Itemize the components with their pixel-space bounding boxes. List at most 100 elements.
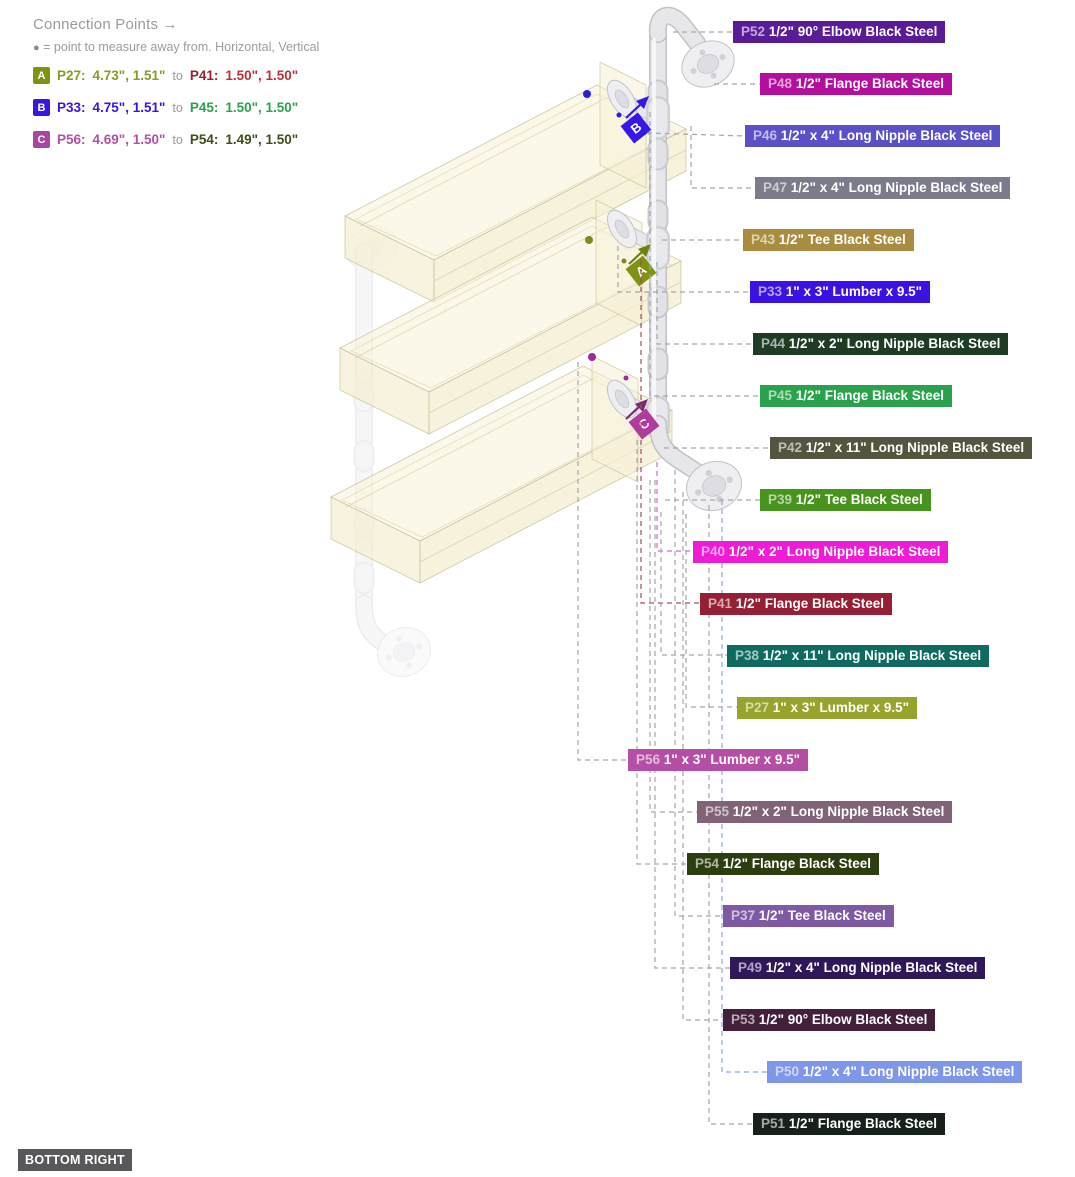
part-description: 1/2" 90° Elbow Black Steel [768,24,938,39]
link-word: to [172,132,183,147]
part-id: P27 [745,700,770,715]
legend: Connection Points → ● = point to measure… [33,16,319,163]
part-description: 1/2" Tee Black Steel [795,492,923,507]
part-label-P51: P51 1/2" Flange Black Steel [753,1113,946,1135]
part-description: 1/2" Flange Black Steel [795,388,945,403]
part-description: 1/2" x 11" Long Nipple Black Steel [762,648,982,663]
flange-b [606,79,638,119]
from-part: P56: [57,132,86,147]
part-label-P46: P46 1/2" x 4" Long Nipple Black Steel [745,125,1001,147]
measure-dot-a-to [621,258,627,264]
part-id: P40 [701,544,726,559]
legend-note: ● = point to measure away from. Horizont… [33,40,319,54]
part-id: P56 [636,752,661,767]
part-description: 1/2" Tee Black Steel [778,232,906,247]
part-description: 1/2" x 4" Long Nipple Black Steel [790,180,1003,195]
part-label-P50: P50 1/2" x 4" Long Nipple Black Steel [767,1061,1023,1083]
to-values: 1.50", 1.50" [225,100,299,115]
part-label-P39: P39 1/2" Tee Black Steel [760,489,931,511]
measure-dot-b-from [583,90,591,98]
part-description: 1/2" Flange Black Steel [788,1116,938,1131]
flange-top-right [681,40,735,88]
part-label-P52: P52 1/2" 90° Elbow Black Steel [733,21,946,43]
part-label-P41: P41 1/2" Flange Black Steel [700,593,893,615]
part-label-P43: P43 1/2" Tee Black Steel [743,229,914,251]
from-values: 4.69", 1.50" [92,132,166,147]
part-id: P48 [768,76,793,91]
part-id: P44 [761,336,786,351]
part-id: P54 [695,856,720,871]
connection-row-b: B P33: 4.75", 1.51" to P45: 1.50", 1.50" [33,99,319,116]
connection-marker-c: C [33,131,50,148]
link-word: to [172,100,183,115]
from-part: P33: [57,100,86,115]
legend-title: Connection Points → [33,16,178,33]
part-description: 1/2" Tee Black Steel [758,908,886,923]
flange-c [606,379,638,419]
from-values: 4.73", 1.51" [92,68,166,83]
part-label-P48: P48 1/2" Flange Black Steel [760,73,953,95]
part-id: P33 [758,284,783,299]
flange-bottom-right [686,460,742,512]
leader-lines [577,31,770,1125]
link-word: to [172,68,183,83]
part-id: P41 [708,596,733,611]
part-description: 1/2" x 4" Long Nipple Black Steel [765,960,978,975]
part-label-P54: P54 1/2" Flange Black Steel [687,853,880,875]
from-values: 4.75", 1.51" [92,100,166,115]
marker-badge-c: C [628,408,660,440]
part-label-P27: P27 1" x 3" Lumber x 9.5" [737,697,918,719]
part-description: 1/2" x 2" Long Nipple Black Steel [728,544,941,559]
legend-note-text: = point to measure away from. Horizontal… [43,40,320,54]
leader-P27 [685,514,737,708]
part-description: 1/2" Flange Black Steel [722,856,872,871]
part-description: 1" x 3" Lumber x 9.5" [772,700,910,715]
part-id: P49 [738,960,763,975]
leader-P49 [654,480,730,969]
connection-list: A P27: 4.73", 1.51" to P41: 1.50", 1.50"… [33,67,319,148]
measure-point-icon: ● [33,42,40,54]
part-label-P33: P33 1" x 3" Lumber x 9.5" [750,281,931,303]
leader-P53 [682,492,723,1021]
part-id: P50 [775,1064,800,1079]
measure-dot-a-from [585,236,593,244]
leader-P44 [656,262,753,345]
part-label-P47: P47 1/2" x 4" Long Nipple Black Steel [755,177,1011,199]
part-description: 1/2" Flange Black Steel [795,76,945,91]
to-values: 1.49", 1.50" [225,132,299,147]
leader-P33 [617,246,750,293]
leader-P41 [640,260,700,604]
part-description: 1/2" Flange Black Steel [735,596,885,611]
part-label-P40: P40 1/2" x 2" Long Nipple Black Steel [693,541,949,563]
leader-P46 [646,132,746,137]
measure-dot-c-to [623,375,629,381]
part-label-P44: P44 1/2" x 2" Long Nipple Black Steel [753,333,1009,355]
part-id: P39 [768,492,793,507]
part-id: P53 [731,1012,756,1027]
part-description: 1/2" x 4" Long Nipple Black Steel [802,1064,1015,1079]
leader-P50 [721,500,767,1073]
part-description: 1/2" x 11" Long Nipple Black Steel [805,440,1025,455]
leader-P55 [649,480,697,813]
leader-P47 [690,126,755,189]
connection-row-c: C P56: 4.69", 1.50" to P54: 1.49", 1.50" [33,131,319,148]
leader-P56 [577,362,628,761]
part-id: P55 [705,804,730,819]
to-values: 1.50", 1.50" [225,68,299,83]
part-label-P45: P45 1/2" Flange Black Steel [760,385,953,407]
leader-P40 [656,462,693,552]
measure-dot-b-to [616,112,622,118]
part-id: P46 [753,128,778,143]
part-label-P56: P56 1" x 3" Lumber x 9.5" [628,749,809,771]
part-description: 1/2" x 2" Long Nipple Black Steel [788,336,1001,351]
part-id: P38 [735,648,760,663]
part-label-P37: P37 1/2" Tee Black Steel [723,905,894,927]
part-description: 1" x 3" Lumber x 9.5" [785,284,923,299]
part-id: P47 [763,180,788,195]
measure-dot-c-from [588,353,596,361]
pipe-assembly [606,6,742,512]
flange-a [606,209,638,249]
part-label-P38: P38 1/2" x 11" Long Nipple Black Steel [727,645,990,667]
view-corner-badge: BOTTOM RIGHT [18,1149,132,1171]
